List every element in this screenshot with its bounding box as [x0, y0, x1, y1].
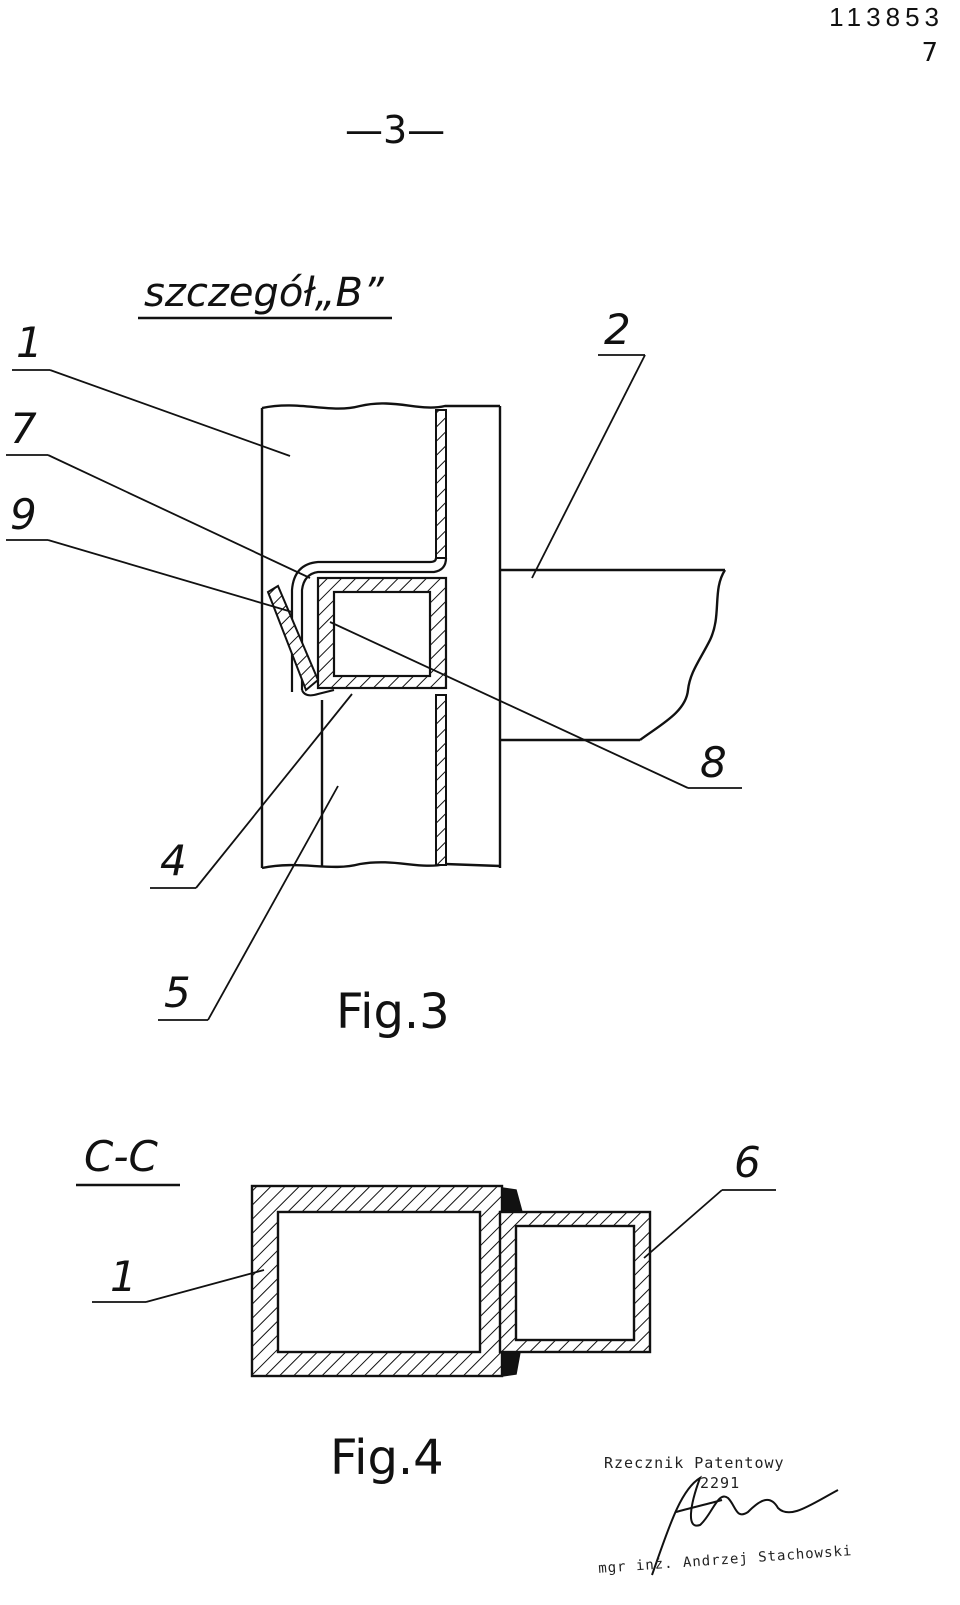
signature	[651, 1475, 839, 1576]
page-number: —3—	[345, 108, 446, 152]
ref-numeral-5: 5	[164, 968, 191, 1017]
ref-numeral-1-fig4: 1	[110, 1252, 137, 1301]
sheet-profile	[290, 409, 448, 866]
section-label-cc: C-C	[84, 1132, 158, 1181]
patent-number: 113853	[829, 2, 944, 32]
hollow-profile-part-8	[316, 576, 448, 690]
fig3-title: szczegół„B”	[144, 270, 384, 316]
leader-lines-fig3	[6, 354, 742, 1021]
weld-bottom	[501, 1351, 521, 1377]
leader-lines-fig4	[92, 1189, 776, 1303]
clip-part-9	[266, 584, 335, 697]
sheet-number: 7	[921, 38, 938, 68]
ref-numeral-6: 6	[734, 1138, 761, 1187]
ref-numeral-4: 4	[160, 836, 187, 885]
stamp-line-2: 2291	[700, 1474, 741, 1492]
ref-numeral-9: 9	[10, 490, 37, 539]
ref-numeral-8: 8	[700, 738, 727, 787]
ref-numeral-2: 2	[604, 305, 631, 354]
ref-numeral-1: 1	[16, 318, 43, 367]
fig4-label: Fig.4	[330, 1430, 444, 1486]
small-tube-part-6	[498, 1210, 652, 1354]
weld-top	[501, 1187, 523, 1213]
stamp-line-1: Rzecznik Patentowy	[604, 1454, 785, 1472]
ref-numeral-7: 7	[10, 404, 37, 453]
fig3-drawing	[6, 316, 742, 1021]
fig3-label: Fig.3	[336, 984, 450, 1040]
beam-part-2	[500, 568, 727, 742]
fig4-drawing	[76, 1183, 776, 1378]
large-tube-part-1	[250, 1184, 504, 1378]
